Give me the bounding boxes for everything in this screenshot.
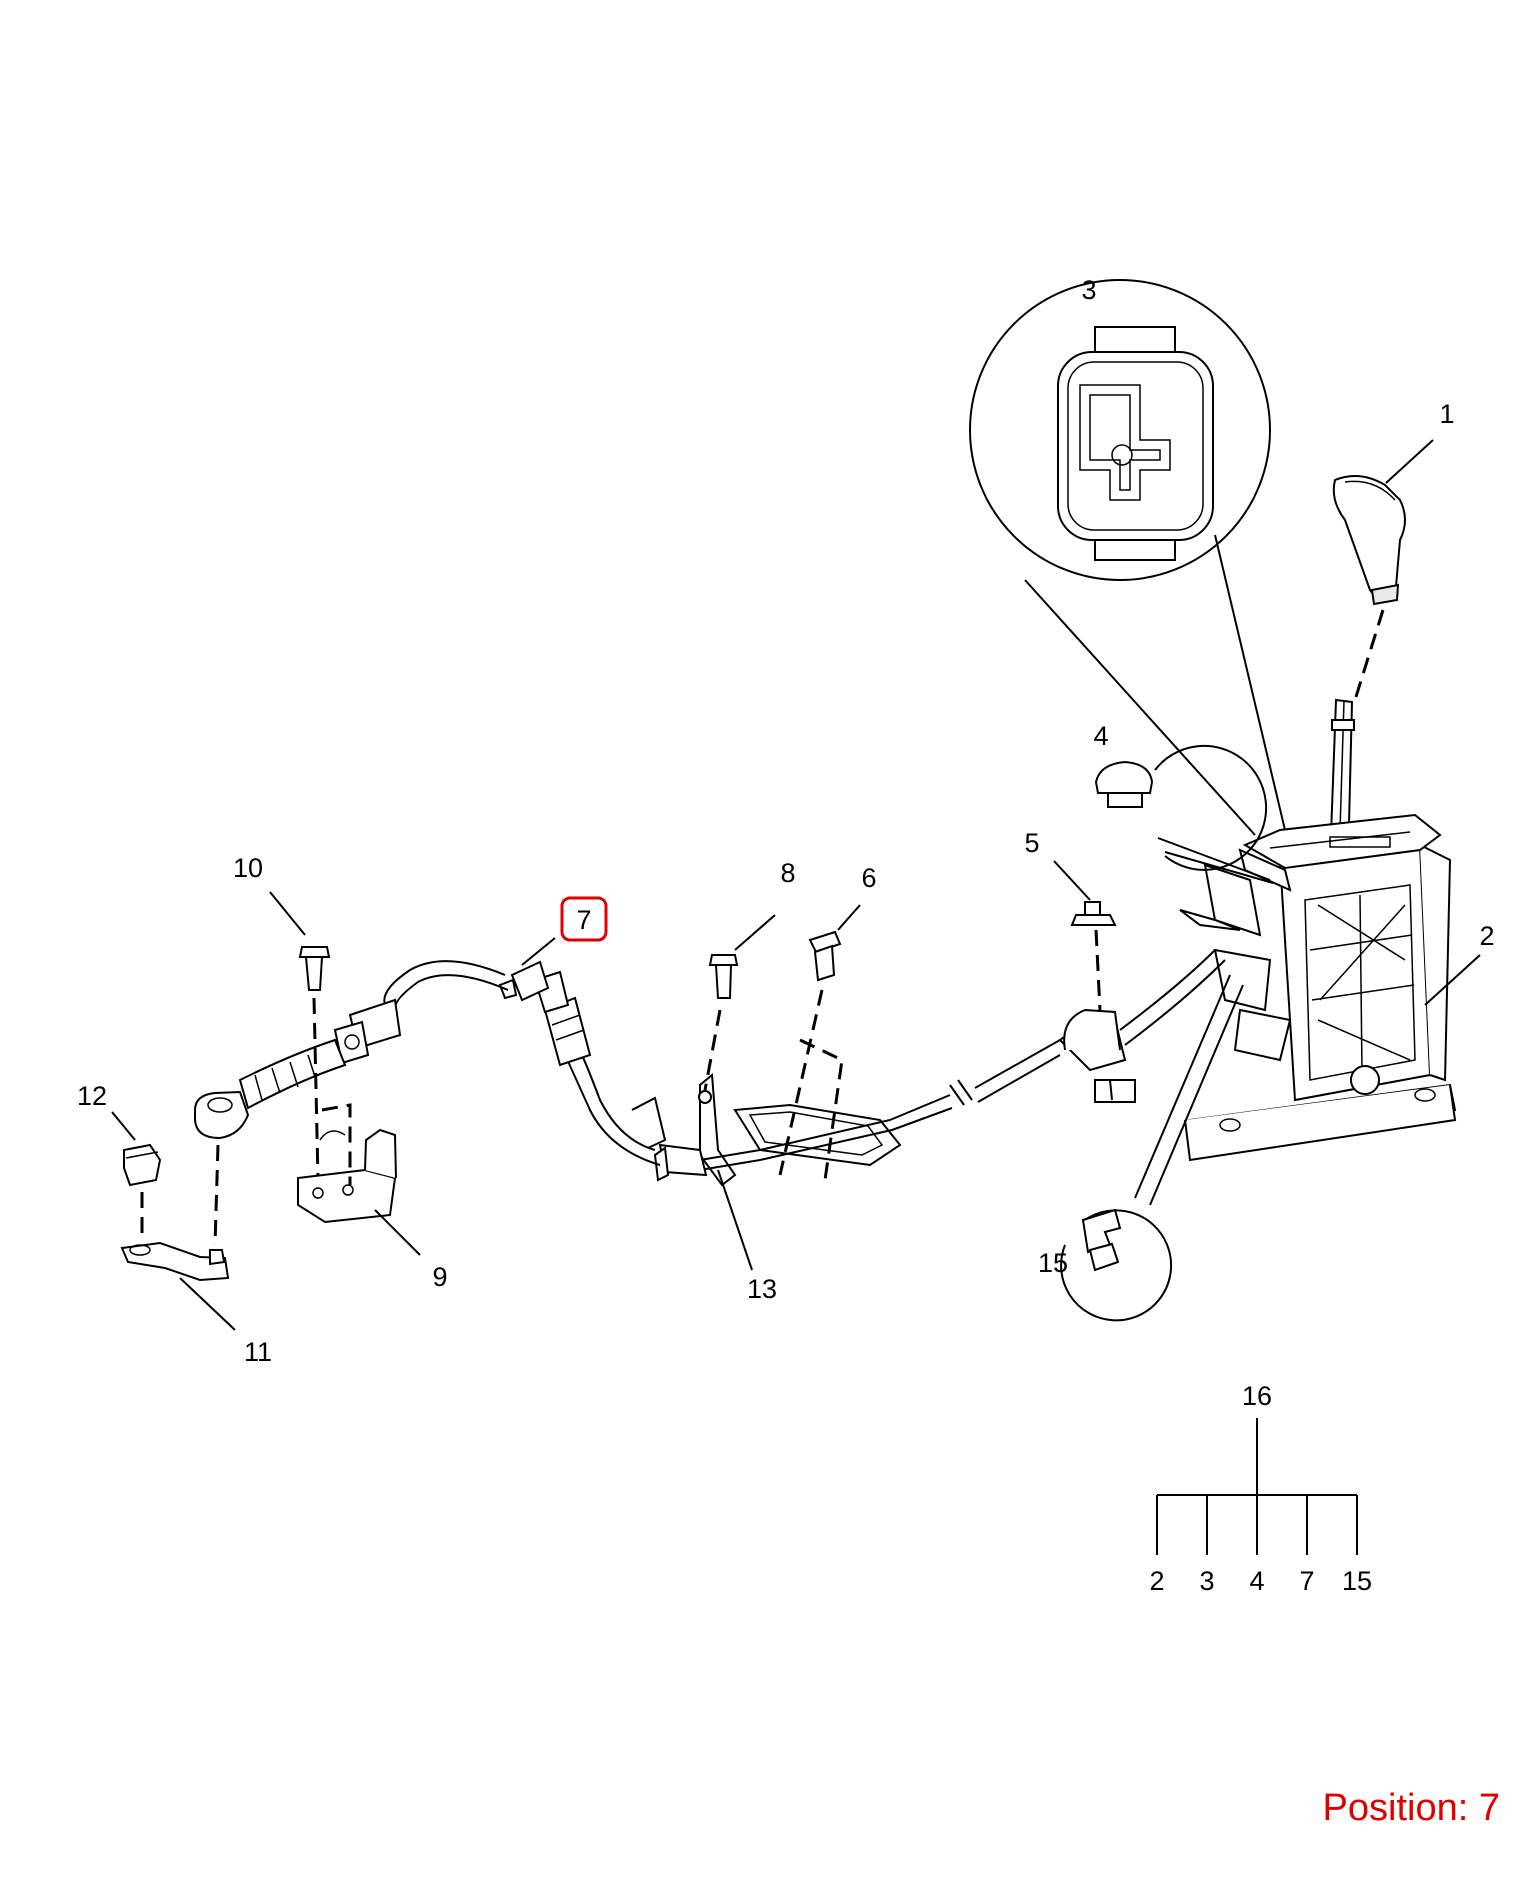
callout-12: 12 xyxy=(77,1081,107,1111)
callout-3: 3 xyxy=(1081,275,1096,305)
callout-13: 13 xyxy=(747,1274,777,1304)
callout-1: 1 xyxy=(1439,399,1454,429)
kit-child-label: 3 xyxy=(1199,1566,1214,1596)
kit-child-label: 4 xyxy=(1249,1566,1264,1596)
callout-4: 4 xyxy=(1093,721,1108,751)
callout-15: 15 xyxy=(1038,1248,1068,1278)
shift-knob xyxy=(1332,475,1406,606)
bolt-6 xyxy=(808,930,842,982)
kit-child-label: 2 xyxy=(1149,1566,1164,1596)
detail-circle-cap xyxy=(1094,744,1274,884)
kit-child-label: 7 xyxy=(1299,1566,1314,1596)
screw-8 xyxy=(708,954,739,999)
bracket-9 xyxy=(297,1128,397,1224)
callout-7-highlight: 7 xyxy=(560,896,608,942)
bolt-10 xyxy=(298,946,331,991)
detail-circle-clip xyxy=(1060,974,1244,1322)
kit-parent-label: 16 xyxy=(1242,1381,1272,1411)
kit-tree: 16 2 3 4 7 15 xyxy=(1149,1381,1372,1596)
nut-12 xyxy=(123,1143,162,1187)
shifter-assembly xyxy=(1179,813,1457,1162)
callout-10: 10 xyxy=(233,853,263,883)
kit-child-label: 15 xyxy=(1342,1566,1372,1596)
position-label: Position: 7 xyxy=(1323,1787,1500,1829)
detail-circle-gate xyxy=(969,279,1271,581)
callout-5: 5 xyxy=(1024,828,1039,858)
shift-cable-7 xyxy=(194,949,1226,1187)
push-pin-5 xyxy=(1070,901,1117,926)
callout-6: 6 xyxy=(861,863,876,893)
shift-arm-11 xyxy=(120,1241,230,1282)
callout-8: 8 xyxy=(780,858,795,888)
callout-2: 2 xyxy=(1479,921,1494,951)
callout-7: 7 xyxy=(576,905,591,935)
callout-11: 11 xyxy=(244,1337,272,1367)
callout-9: 9 xyxy=(432,1262,447,1292)
